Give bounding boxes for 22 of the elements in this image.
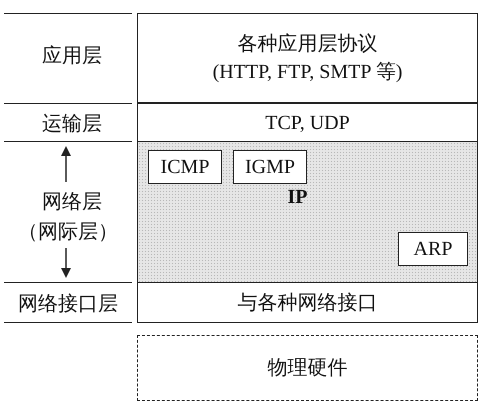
layer-text: ARP [414, 237, 452, 262]
layer-name: （网际层） [17, 220, 119, 245]
protocol-name: IP [288, 185, 308, 210]
layer-text: 各种应用层协议 [238, 32, 378, 57]
layer-box [137, 282, 478, 323]
layer-text: (HTTP, FTP, SMTP 等) [212, 60, 402, 85]
layer-text: ICMP [160, 155, 210, 180]
protocol-box [148, 150, 222, 184]
layer-box [137, 103, 478, 142]
layer-text: TCP, UDP [265, 110, 350, 136]
layer-text: 物理硬件 [268, 356, 348, 381]
layer-name: 运输层 [41, 112, 103, 137]
layer-name: 网络接口层 [17, 292, 119, 317]
layer-box [137, 13, 478, 103]
layer-text: IGMP [244, 155, 295, 180]
hardware-box [137, 335, 478, 401]
protocol-box [398, 232, 468, 266]
network-layer-region [137, 141, 478, 283]
layer-name: 网络层 [41, 190, 103, 215]
protocol-box [233, 150, 307, 184]
layer-text: 与各种网络接口 [238, 290, 378, 316]
layer-name: 应用层 [41, 44, 103, 69]
